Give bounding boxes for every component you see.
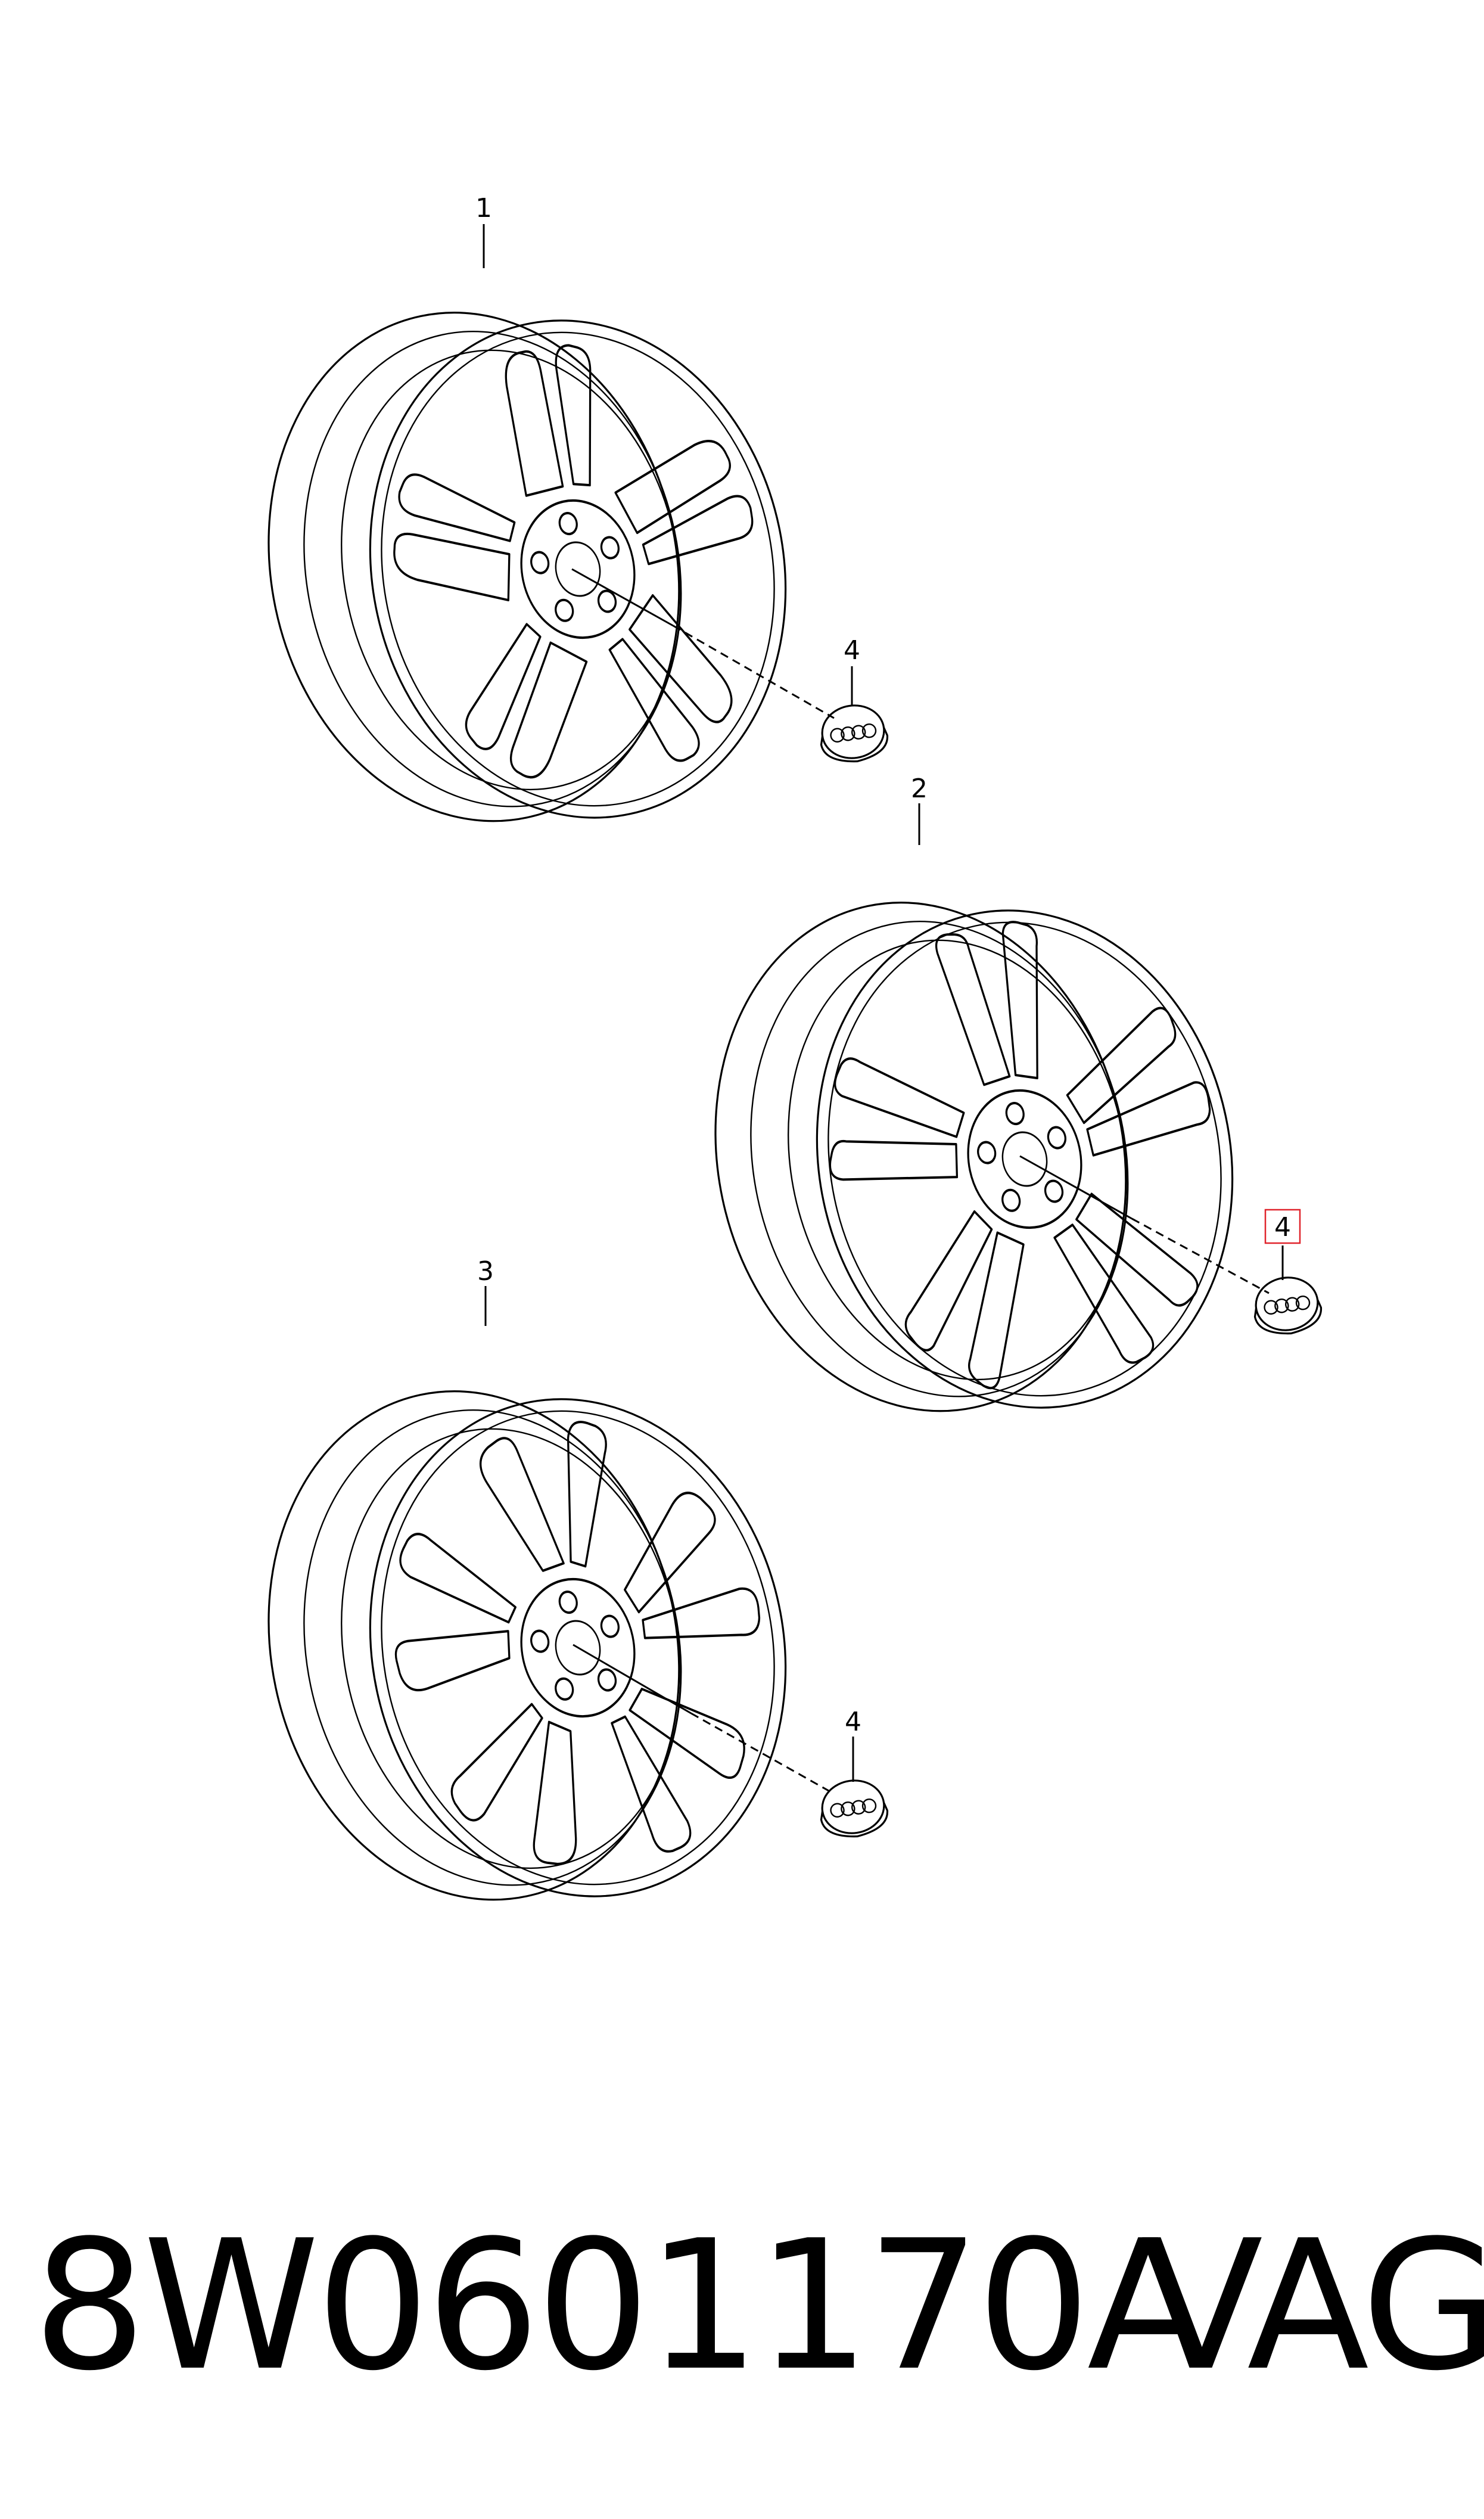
wheel-2-drawing [668,862,1234,1451]
callout-4c[interactable]: 4 [845,1707,861,1737]
center-cap-a [571,568,892,767]
callout-4a[interactable]: 4 [844,635,860,666]
part-number-caption: 8W0601170A [33,2202,1209,2410]
callout-3[interactable]: 3 [477,1256,494,1287]
callout-1[interactable]: 1 [475,193,492,223]
brand-caption: VAG [1141,2202,1484,2410]
wheel-3-drawing [221,1351,787,1940]
callout-4b[interactable]: 4 [1274,1212,1291,1243]
center-cap-b [1019,1155,1326,1339]
center-cap-c [573,1644,892,1842]
callout-highlight-box [1264,1209,1301,1244]
callout-2[interactable]: 2 [911,774,928,804]
wheel-1-drawing [221,272,787,861]
